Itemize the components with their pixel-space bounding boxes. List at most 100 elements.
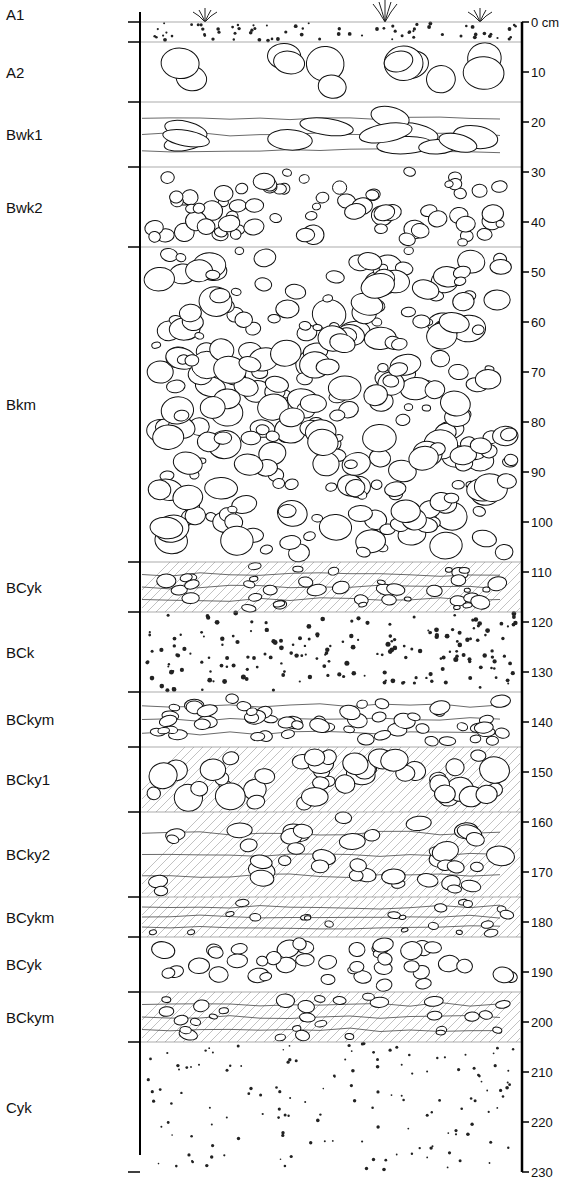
gypsum-hatching	[489, 1011, 520, 1042]
gravel-dot	[283, 670, 286, 673]
stone	[316, 73, 348, 101]
stone	[415, 977, 432, 990]
plant-stem	[480, 10, 486, 22]
stone	[388, 361, 409, 378]
stone	[215, 783, 246, 811]
gravel-dot	[376, 1065, 380, 1069]
gravel-dot	[211, 1124, 213, 1126]
gravel-dot	[200, 23, 203, 26]
scale-tick	[522, 421, 529, 423]
stone	[209, 288, 230, 304]
gravel-dot	[289, 651, 293, 655]
gravel-dot	[279, 639, 283, 643]
gravel-dot	[304, 1101, 306, 1103]
gravel-dot	[401, 34, 404, 37]
gravel-dot	[325, 651, 329, 655]
gravel-dot	[190, 1135, 193, 1138]
gravel-dot	[182, 647, 186, 651]
stone	[479, 1010, 493, 1020]
gravel-dot	[283, 1049, 285, 1051]
gypsum-hatching	[498, 875, 520, 897]
stone	[227, 954, 248, 969]
gravel-dot	[210, 1155, 213, 1158]
gravel-dot	[247, 1092, 250, 1095]
stone	[235, 247, 245, 256]
gravel-dot	[394, 30, 397, 33]
stone	[159, 395, 195, 427]
horizon-label: Bwk2	[6, 200, 43, 215]
gravel-dot	[442, 655, 446, 659]
gravel-dot	[401, 681, 405, 685]
gravel-dot	[351, 1069, 355, 1073]
gypsum-hatching	[264, 562, 314, 612]
stone	[157, 574, 177, 588]
stone	[306, 583, 327, 597]
stone	[343, 202, 367, 221]
stone	[196, 703, 219, 718]
gravel-dot	[168, 663, 170, 665]
stone	[297, 1000, 315, 1014]
horizon-boundary	[140, 22, 522, 23]
stone	[463, 900, 472, 907]
stone	[245, 199, 263, 213]
gypsum-hatching	[192, 812, 277, 897]
gypsum-hatching	[142, 812, 223, 893]
stone	[169, 190, 184, 204]
depth-number: 140	[531, 716, 553, 729]
gravel-dot	[284, 1165, 287, 1168]
stone	[314, 995, 326, 1003]
stone	[227, 822, 253, 838]
gravel-dot	[364, 675, 366, 677]
gravel-dot	[468, 676, 472, 680]
gypsum-hatching	[444, 992, 494, 1042]
gravel-dot	[207, 678, 212, 683]
gravel-dot	[445, 634, 450, 639]
stone	[472, 325, 484, 335]
stone	[291, 720, 304, 731]
stone	[404, 247, 414, 255]
stone	[214, 185, 234, 202]
stone	[503, 453, 518, 467]
gravel-dot	[169, 670, 174, 675]
gravel-dot	[402, 1099, 405, 1102]
gravel-dot	[474, 617, 479, 622]
stone	[325, 482, 337, 492]
gypsum-hatching	[192, 562, 242, 612]
stone	[371, 936, 394, 954]
gravel-dot	[456, 640, 459, 643]
gravel-dot	[352, 671, 357, 676]
gravel-dot	[212, 1052, 214, 1054]
stone	[266, 430, 280, 442]
stone	[459, 567, 469, 573]
stone	[225, 911, 234, 917]
gravel-dot	[287, 1115, 289, 1117]
stone	[499, 909, 514, 920]
gravel-dot	[458, 643, 463, 648]
gravel-dot	[372, 1051, 375, 1054]
gravel-dot	[277, 1116, 280, 1119]
gravel-dot	[294, 653, 298, 657]
stone	[465, 1012, 480, 1022]
stone	[241, 431, 261, 445]
gravel-dot	[426, 1114, 429, 1117]
gypsum-hatching	[444, 562, 494, 612]
gypsum-hatching	[444, 821, 520, 897]
gravel-dot	[507, 1081, 509, 1083]
scale-tick	[522, 371, 529, 373]
gravel-dot	[471, 25, 475, 29]
gravel-dot	[361, 1140, 363, 1142]
stone	[465, 831, 485, 847]
stone	[254, 768, 275, 785]
stone	[253, 173, 275, 190]
stone	[334, 773, 357, 795]
stone	[328, 376, 361, 401]
stone	[341, 751, 370, 777]
gravel-dot	[429, 672, 433, 676]
stone	[278, 406, 305, 428]
stone	[474, 721, 494, 734]
stone	[292, 937, 307, 951]
stone	[403, 166, 416, 177]
gravel-dot	[508, 37, 511, 40]
gravel-dot	[208, 657, 211, 660]
stone	[405, 815, 432, 832]
